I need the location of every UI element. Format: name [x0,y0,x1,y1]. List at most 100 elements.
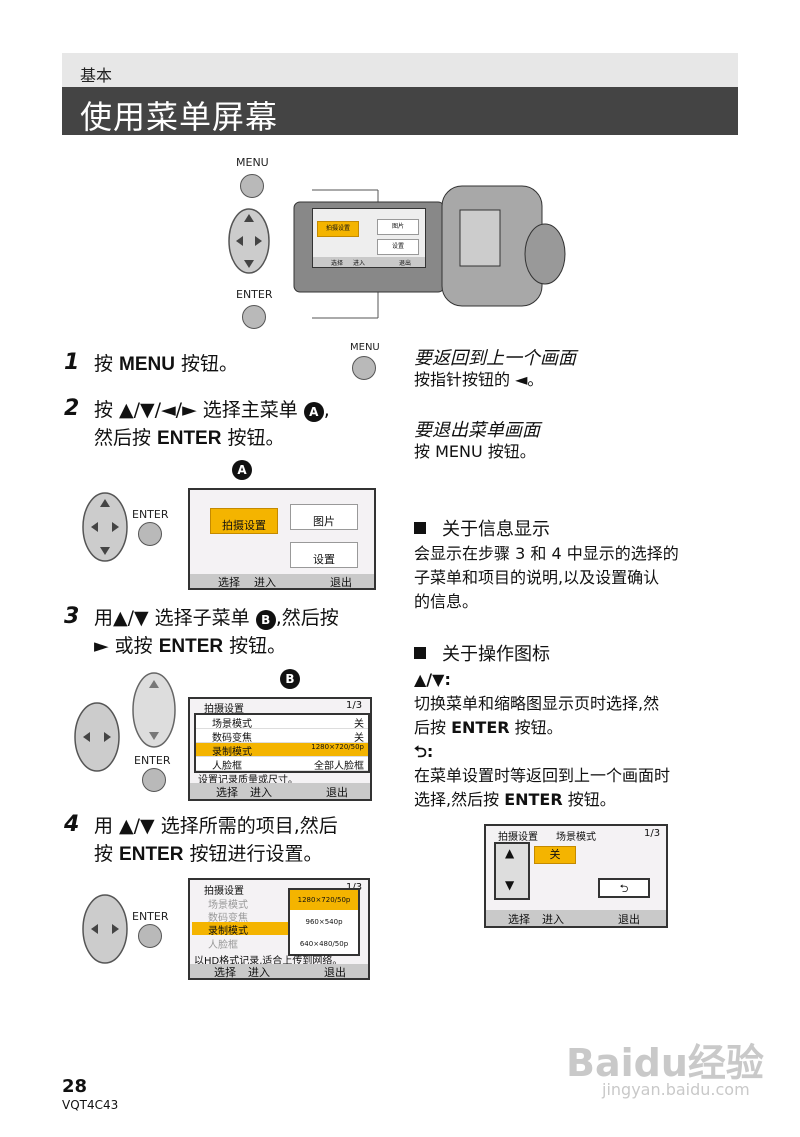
info-line: 子菜单和项目的说明,以及设置确认 [414,568,660,587]
screen-4-row: 数码变焦 [208,913,248,924]
screen-4-options: 1280×720/50p 960×540p 640×480/50p [288,888,360,956]
screen-3-row: 场景模式 关 [196,715,368,730]
arrows-line-1: 切换菜单和缩略图显示页时选择,然 [414,694,660,713]
camera-screen: 拍摄设置 图片 设置 选择 进入 退出 [312,208,426,268]
screen-5-return: ⮌ [598,878,650,898]
step-1-number: 1 [64,350,80,375]
square-bullet-icon [414,522,426,534]
step-4-l2-pre: 按 [94,843,120,865]
step-3-dpad-updown-icon [132,672,176,748]
enter-label: ENTER [236,288,273,301]
step-2-l1-post: , [323,399,330,421]
row-value: 关 [354,733,364,744]
screen-3-footer-left: 选择 [216,786,238,799]
step-3-enter-icon [142,768,166,792]
step-2-line-2: 然后按 ENTER 按钮。 [94,424,394,453]
exit-title: 要退出菜单画面 [414,420,540,441]
screen-5-footer-enter: 进入 [542,913,564,926]
info-line: 会显示在步骤 3 和 4 中显示的选择的 [414,544,679,563]
option: 640×480/50p [299,940,349,948]
up-arrow-icon: ▲ [505,846,515,860]
return-text: 在菜单设置时等返回到上一个画面时 选择,然后按 ENTER 按钮。 [414,764,670,812]
return-icon: ⮌ [414,742,427,761]
screen-4-footer-enter: 进入 [248,966,270,979]
row-value: 全部人脸框 [314,761,364,772]
return-line-2-post: 按钮。 [562,790,616,809]
step-2-l2-post: 按钮。 [221,427,285,449]
section-bar [62,53,738,87]
section-label: 基本 [80,66,113,85]
exit-text: 按 MENU 按钮。 [414,442,536,461]
step-2-line-1: 按 ▲/▼/◄/► 选择主菜单 A, [94,396,394,424]
screen-4-footer-right: 退出 [324,966,346,979]
screen-5-footer: 选择 进入 退出 [486,910,666,926]
row-value: 1280×720/50p [311,743,364,751]
screen-2-footer-right: 退出 [330,576,352,589]
screen-3-footer-right: 退出 [326,786,348,799]
cam-footer-left: 选择 [331,260,344,267]
step-4-text: 用 ▲/▼ 选择所需的项目,然后 按 ENTER 按钮进行设置。 [94,812,394,869]
step-2-number: 2 [64,396,80,421]
cam-footer: 选择 进入 退出 [313,257,425,267]
cam-tile-record: 拍摄设置 [317,221,359,237]
row-label: 人脸框 [212,761,242,772]
info-heading: 关于信息显示 [414,515,550,541]
screen-3-footer-enter: 进入 [250,786,272,799]
step-3-l1-pre: 用▲/▼ 选择子菜单 [94,607,256,629]
return-label: : [426,742,434,761]
option: 960×540p [305,918,343,926]
screen-3-row-selected: 录制模式 1280×720/50p [196,743,368,758]
info-title: 关于信息显示 [442,519,550,540]
row-label: 场景模式 [212,719,252,730]
return-label-row: ⮌: [414,740,433,764]
back-text: 按指针按钮的 ◄。 [414,370,544,389]
option-selected: 1280×720/50p [290,890,358,910]
arrows-label: ▲/▼: [414,670,451,689]
step-3-enter-label: ENTER [134,754,171,767]
step-4-l2-post: 按钮进行设置。 [183,843,323,865]
title-bar [62,87,738,135]
step-4-enter-icon [138,924,162,948]
screen-3-header: 拍摄设置 [204,704,244,715]
return-line-1: 在菜单设置时等返回到上一个画面时 [414,766,671,785]
step-3-number: 3 [64,604,80,629]
step-1-pre: 按 [94,353,120,375]
step-3-dpad-icon [74,702,120,772]
screen-2-footer-left: 选择 [218,576,240,589]
screen-2-marker-a: A [232,460,252,480]
screen-3-row: 数码变焦关 [196,729,368,744]
step-3-text: 用▲/▼ 选择子菜单 B,然后按 ► 或按 ENTER 按钮。 [94,604,394,661]
down-arrow-icon: ▼ [505,878,515,892]
row-label: 录制模式 [212,747,252,758]
screen-2-footer: 选择 进入 退出 [190,574,374,589]
doc-code: VQT4C43 [62,1098,119,1112]
step-1-post: 按钮。 [175,353,239,375]
step-4-screen: 拍摄设置 1/3 场景模式 数码变焦 录制模式 人脸框 1280×720/50p… [188,878,370,980]
square-bullet-icon [414,647,426,659]
back-title: 要返回到上一个画面 [414,348,576,369]
arrows-line-2-pre: 后按 [414,718,452,737]
step-2-screen: 拍摄设置 图片 设置 选择 进入 退出 [188,488,376,590]
step-2-l2-pre: 然后按 [94,427,158,449]
info-text: 会显示在步骤 3 和 4 中显示的选择的 子菜单和项目的说明,以及设置确认 的信… [414,542,679,614]
watermark-logo: Baidu经验 [566,1041,764,1085]
step-4-number: 4 [64,812,80,837]
camera-diagram: MENU ENTER 拍摄设置 图片 设置 选择 进入 退出 [220,150,580,330]
screen-4-desc: 以HD格式记录,适合上传到网络。 [194,956,343,967]
arrows-line-2-bold: ENTER [451,718,510,737]
screen-5-footer-right: 退出 [618,913,640,926]
screen-4-footer: 选择 进入 退出 [190,964,368,979]
row-value: 关 [354,719,364,730]
screen-2-tile-record: 拍摄设置 [210,508,278,534]
screen-4-row: 场景模式 [208,900,248,911]
screen-3-footer: 选择 进入 退出 [190,783,370,799]
step-3-line-2: ► 或按 ENTER 按钮。 [94,632,394,661]
screen-4-row-selected-label: 录制模式 [208,926,248,937]
screen-2-tile-setup: 设置 [290,542,358,568]
cam-footer-enter: 进入 [353,260,366,267]
step-3-l1-post: ,然后按 [275,607,339,629]
enter-button-icon [242,305,266,329]
marker-b-icon: B [255,610,276,630]
